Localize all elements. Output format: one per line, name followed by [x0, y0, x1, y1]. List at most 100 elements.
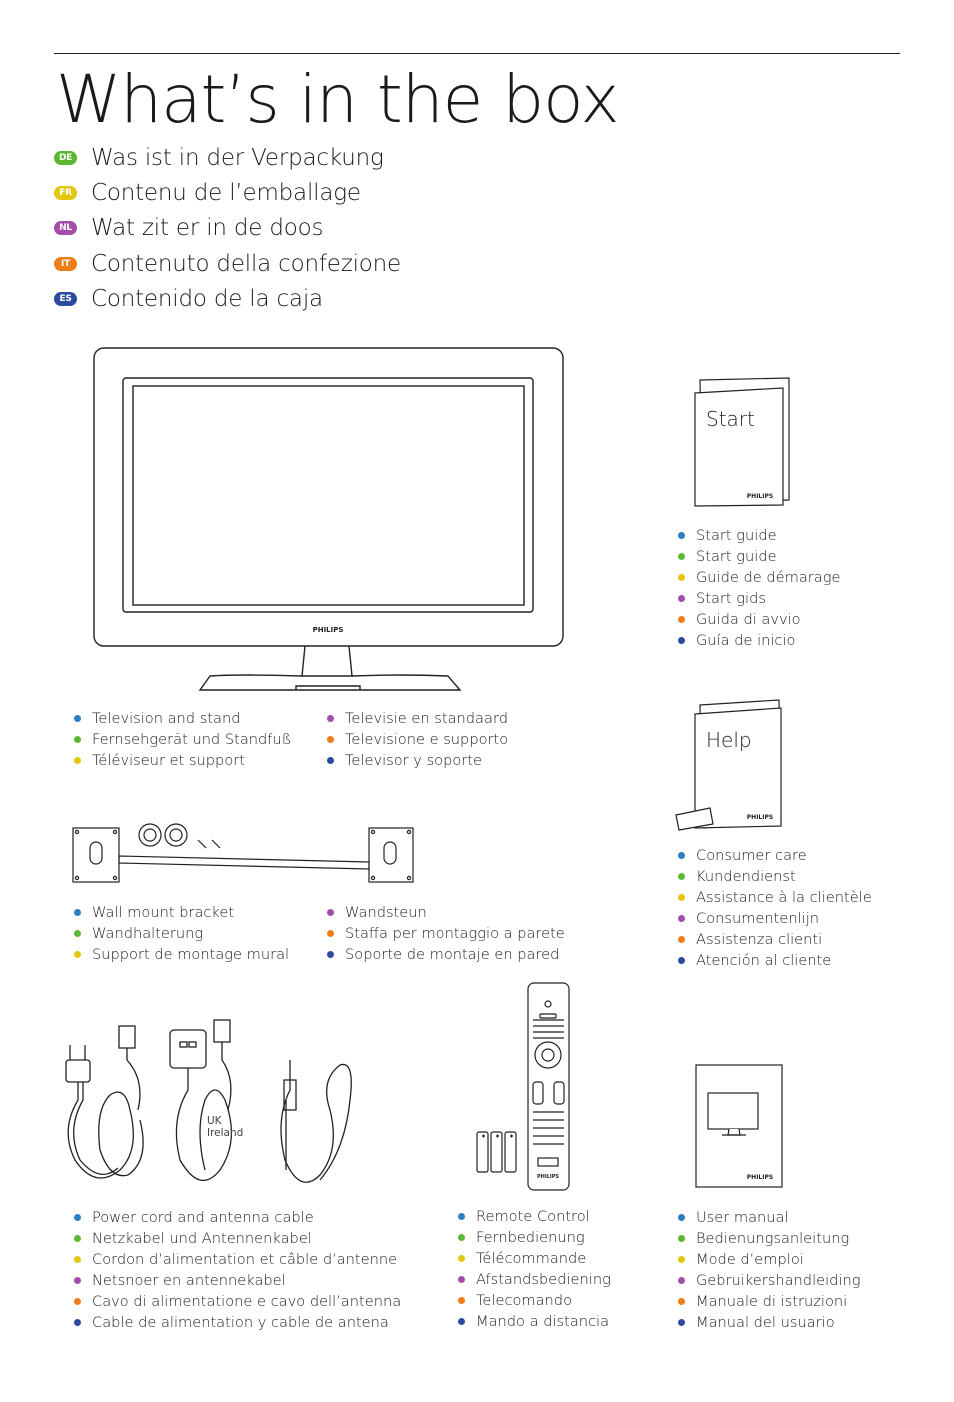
list-item: User manual [678, 1207, 861, 1228]
bullet-dot [678, 637, 685, 644]
list-item: Cavo di alimentatione e cavo dell’antenn… [74, 1291, 401, 1312]
list-item: Remote Control [458, 1206, 611, 1227]
list-item: Cordon d’alimentation et câble d’antenne [74, 1249, 401, 1270]
bullet-dot [458, 1318, 465, 1325]
item-text: Television and stand [92, 710, 241, 727]
list-item: Guía de inicio [678, 630, 840, 651]
bullet-dot [458, 1255, 465, 1262]
item-text: Telecomando [476, 1292, 572, 1309]
item-text: Power cord and antenna cable [92, 1209, 314, 1226]
item-text: Support de montage mural [92, 946, 290, 963]
list-item: Assistenza clienti [678, 929, 872, 950]
bullet-dot [678, 532, 685, 539]
item-text: Start gids [696, 590, 766, 607]
item-text: Remote Control [476, 1208, 590, 1225]
item-text: Mando a distancia [476, 1313, 610, 1330]
item-text: Assistance à la clientèle [696, 889, 872, 906]
item-text: Kundendienst [696, 868, 796, 885]
item-text: Cavo di alimentatione e cavo dell’antenn… [92, 1293, 402, 1310]
list-item: Soporte de montaje en pared [327, 944, 565, 965]
bracket-items-right: Wandsteun Staffa per montaggio a parete … [327, 902, 565, 965]
manual-brand-logo: PHILIPS [747, 1174, 773, 1181]
item-text: User manual [696, 1209, 789, 1226]
tv-brand-logo: PHILIPS [313, 626, 344, 634]
bullet-dot [327, 930, 334, 937]
list-item: Manual del usuario [678, 1312, 861, 1333]
item-text: Manuale di istruzioni [696, 1293, 848, 1310]
bullet-dot [74, 757, 81, 764]
list-item: Fernbedienung [458, 1227, 611, 1248]
bullet-dot [678, 553, 685, 560]
top-rule [54, 53, 900, 54]
item-text: Soporte de montaje en pared [345, 946, 560, 963]
item-text: Assistenza clienti [696, 931, 823, 948]
tv-items-right: Televisie en standaard Televisione e sup… [327, 708, 508, 771]
language-badge: FR [54, 185, 77, 200]
item-text: Gebruikershandleiding [696, 1272, 861, 1289]
list-item: Televisie en standaard [327, 708, 508, 729]
bullet-dot [678, 957, 685, 964]
bullet-dot [74, 1277, 81, 1284]
bullet-dot [678, 1256, 685, 1263]
help-booklet-logo: PHILIPS [747, 814, 773, 821]
bullet-dot [74, 951, 81, 958]
item-text: Cordon d’alimentation et câble d’antenne [92, 1251, 398, 1268]
item-text: Consumer care [696, 847, 807, 864]
bullet-dot [74, 1214, 81, 1221]
item-text: Mode d’emploi [696, 1251, 804, 1268]
uk-label: UK [207, 1115, 222, 1127]
manual-items: User manual Bedienungsanleitung Mode d’e… [678, 1207, 861, 1333]
list-item: Guide de démarage [678, 567, 840, 588]
start-guide-items: Start guide Start guide Guide de démarag… [678, 525, 840, 651]
bullet-dot [74, 1256, 81, 1263]
list-item: Bedienungsanleitung [678, 1228, 861, 1249]
list-item: Afstandsbediening [458, 1269, 611, 1290]
bullet-dot [678, 852, 685, 859]
list-item: Téléviseur et support [74, 750, 292, 771]
list-item: Televisor y soporte [327, 750, 508, 771]
bullet-dot [678, 1298, 685, 1305]
list-item: Staffa per montaggio a parete [327, 923, 565, 944]
list-item: Wall mount bracket [74, 902, 289, 923]
bullet-dot [458, 1276, 465, 1283]
language-badge: ES [54, 291, 77, 306]
list-item: Power cord and antenna cable [74, 1207, 401, 1228]
language-title: Wat zit er in de doos [91, 215, 324, 242]
bullet-dot [74, 909, 81, 916]
item-text: Staffa per montaggio a parete [345, 925, 565, 942]
list-item: Start guide [678, 546, 840, 567]
bullet-dot [74, 1298, 81, 1305]
item-text: Televisor y soporte [345, 752, 483, 769]
bracket-items-left: Wall mount bracket Wandhalterung Support… [74, 902, 289, 965]
item-text: Netzkabel und Antennenkabel [92, 1230, 312, 1247]
item-text: Wandsteun [345, 904, 427, 921]
list-item: Télécommande [458, 1248, 611, 1269]
bullet-dot [458, 1213, 465, 1220]
bullet-dot [327, 757, 334, 764]
start-booklet-label: Start [706, 407, 755, 431]
bullet-dot [678, 873, 685, 880]
item-text: Start guide [696, 527, 777, 544]
item-text: Téléviseur et support [92, 752, 245, 769]
ireland-label: Ireland [207, 1127, 244, 1139]
list-item: Start gids [678, 588, 840, 609]
item-text: Wandhalterung [92, 925, 204, 942]
remote-items: Remote Control Fernbedienung Télécommand… [458, 1206, 611, 1332]
item-text: Afstandsbediening [476, 1271, 611, 1288]
bullet-dot [678, 595, 685, 602]
bullet-dot [678, 894, 685, 901]
list-item: Wandsteun [327, 902, 565, 923]
bullet-dot [678, 936, 685, 943]
item-text: Televisie en standaard [345, 710, 508, 727]
list-item: Mode d’emploi [678, 1249, 861, 1270]
bullet-dot [458, 1297, 465, 1304]
bullet-dot [458, 1234, 465, 1241]
